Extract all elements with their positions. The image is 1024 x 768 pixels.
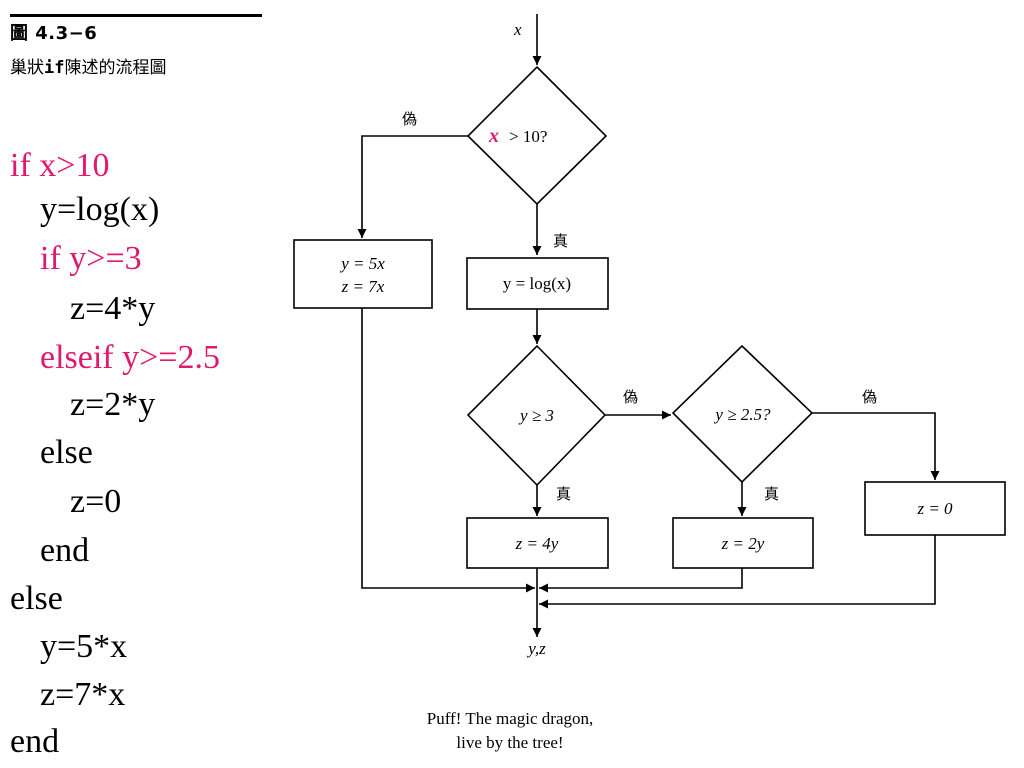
code-line-11: y=5*x bbox=[40, 628, 128, 665]
merge-from-left bbox=[361, 308, 535, 593]
code-line-2: y=log(x) bbox=[40, 191, 160, 228]
code-line-6: z=2*y bbox=[70, 386, 156, 423]
box-y5x-z7x bbox=[293, 239, 433, 309]
input-label: x bbox=[513, 20, 522, 39]
code-line-4: z=4*y bbox=[70, 290, 156, 327]
true-label-2: 真 bbox=[556, 485, 571, 503]
false-label-2: 偽 bbox=[623, 388, 638, 406]
true-label-3: 真 bbox=[764, 485, 779, 503]
false-branch-arrow-1 bbox=[357, 135, 468, 238]
cond2-label: y ≥ 3 bbox=[518, 406, 554, 425]
figure-subtitle: 巢狀if陳述的流程圖 bbox=[10, 53, 166, 78]
code-line-10: else bbox=[10, 580, 63, 617]
box-z4y-label: z = 4y bbox=[515, 534, 559, 553]
footer-quote: Puff! The magic dragon, live by the tree… bbox=[400, 707, 620, 755]
subtitle-pre: 巢狀 bbox=[10, 58, 44, 78]
false-label-1: 偽 bbox=[402, 110, 417, 128]
merge-from-z2y bbox=[539, 568, 743, 593]
box-false-line1: y = 5x bbox=[339, 254, 385, 273]
cond3-label: y ≥ 2.5? bbox=[713, 405, 771, 424]
box-z2y-label: z = 2y bbox=[721, 534, 765, 553]
box-log-label: y = log(x) bbox=[503, 274, 571, 293]
code-line-8: z=0 bbox=[70, 483, 122, 520]
code-line-3: if y>=3 bbox=[40, 240, 142, 277]
code-line-5: elseif y>=2.5 bbox=[40, 339, 220, 376]
output-label: y,z bbox=[526, 639, 546, 658]
box-false-line2: z = 7x bbox=[341, 277, 385, 296]
code-line-9: end bbox=[40, 532, 90, 569]
subtitle-code: if bbox=[44, 58, 65, 78]
code-line-13: end bbox=[10, 723, 60, 760]
figure-number: 圖 4.3−6 bbox=[10, 23, 98, 44]
box-z0-label: z = 0 bbox=[916, 499, 953, 518]
code-line-1: if x>10 bbox=[10, 147, 110, 184]
false-branch-arrow-3 bbox=[812, 412, 940, 480]
true-label-1: 真 bbox=[553, 232, 568, 250]
cond1-var: x bbox=[488, 125, 499, 147]
caption-rule bbox=[10, 14, 262, 17]
code-line-12: z=7*x bbox=[40, 676, 126, 713]
cond1-rest: > 10? bbox=[509, 127, 547, 146]
false-label-3: 偽 bbox=[862, 388, 877, 406]
code-line-7: else bbox=[40, 434, 93, 471]
box-z2y bbox=[672, 517, 814, 569]
footer-line-1: Puff! The magic dragon, bbox=[426, 709, 594, 728]
footer-line-2: live by the tree! bbox=[456, 733, 564, 752]
subtitle-post: 陳述的流程圖 bbox=[64, 58, 167, 78]
merge-from-z0 bbox=[539, 535, 936, 609]
